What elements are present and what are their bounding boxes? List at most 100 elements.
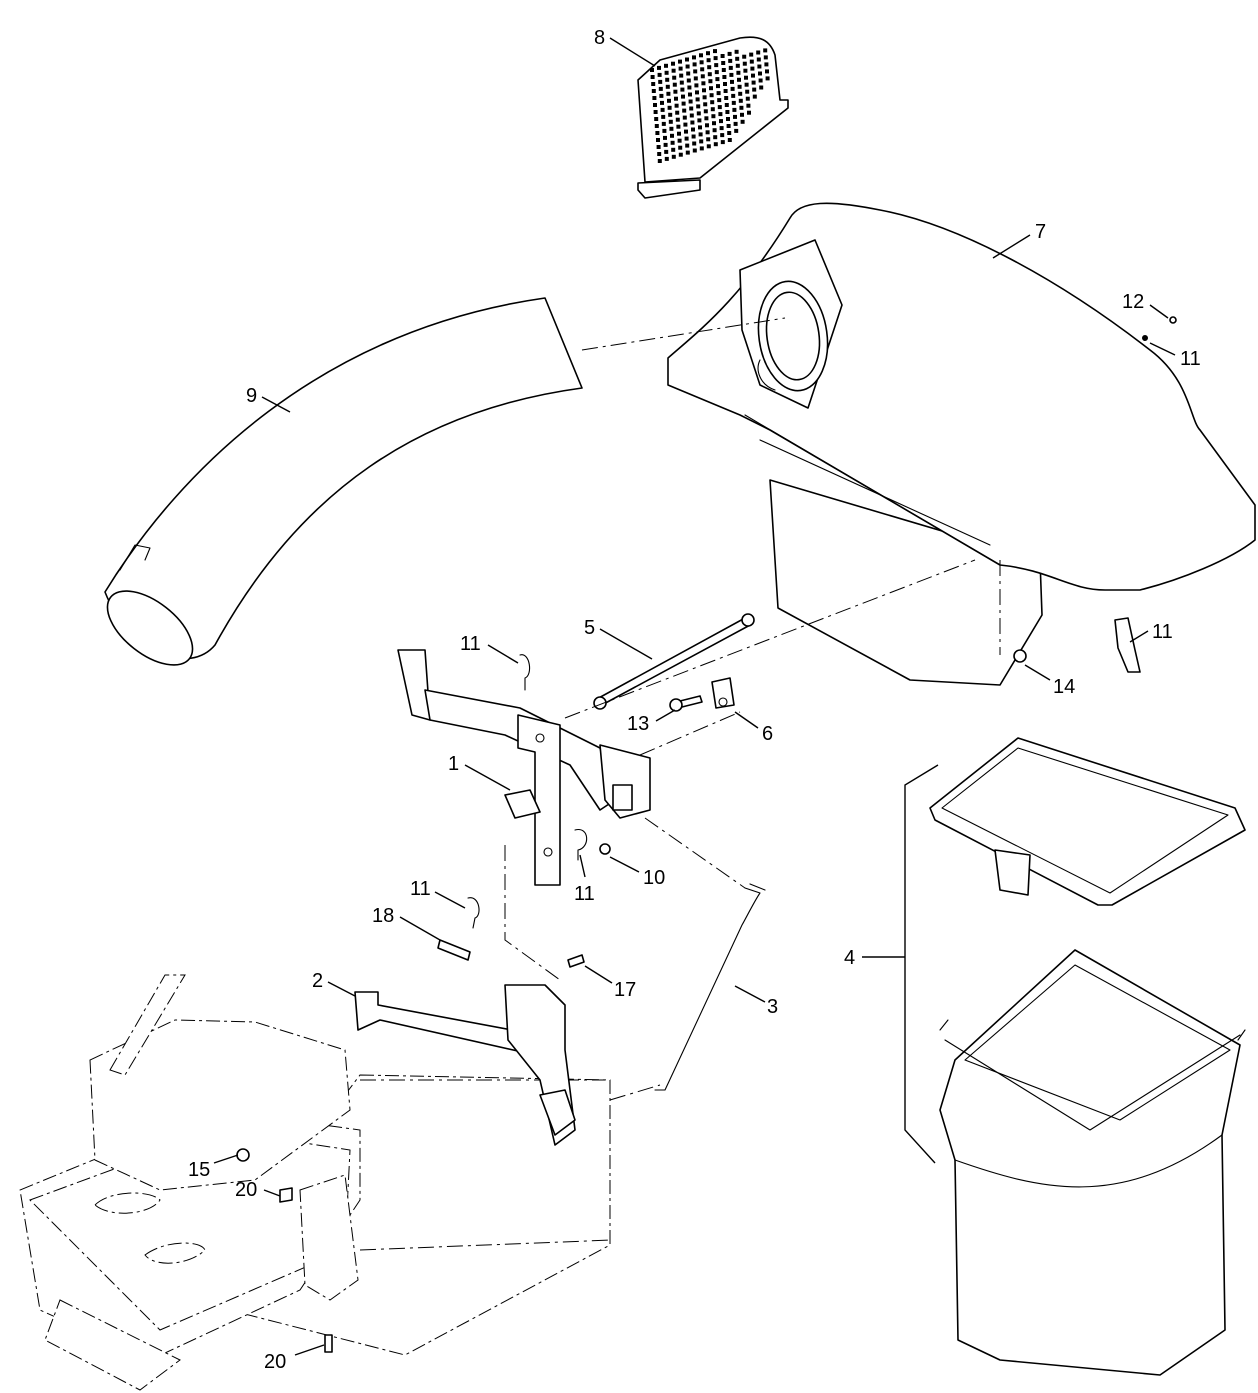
mesh-hole bbox=[733, 114, 737, 119]
mesh-hole bbox=[689, 106, 694, 111]
mesh-hole bbox=[716, 91, 721, 96]
mower-frame-phantom bbox=[19, 974, 661, 1391]
mesh-hole bbox=[702, 88, 706, 93]
mesh-hole bbox=[704, 116, 709, 121]
mesh-hole bbox=[682, 115, 687, 120]
mesh-hole bbox=[720, 133, 725, 138]
mesh-hole bbox=[736, 70, 741, 75]
mesh-hole bbox=[653, 103, 657, 107]
mesh-hole bbox=[684, 129, 688, 134]
mesh-hole bbox=[747, 110, 751, 115]
mesh-hole bbox=[731, 100, 736, 105]
mesh-hole bbox=[699, 53, 703, 58]
mesh-hole bbox=[650, 75, 655, 79]
mesh-hole bbox=[728, 58, 733, 63]
mesh-hole bbox=[692, 141, 697, 146]
callout-15: 13 bbox=[627, 713, 649, 735]
mesh-hole bbox=[684, 136, 689, 141]
mesh-hole bbox=[671, 61, 675, 66]
mesh-hole bbox=[665, 77, 670, 82]
mesh-hole bbox=[695, 90, 699, 95]
mesh-hole bbox=[744, 82, 749, 87]
mesh-hole bbox=[758, 78, 763, 83]
callout-9: 9 bbox=[246, 385, 257, 407]
mesh-hole bbox=[678, 66, 683, 71]
mesh-hole bbox=[738, 98, 743, 103]
mesh-hole bbox=[730, 86, 735, 91]
mesh-hole bbox=[735, 56, 740, 61]
callout-13: 11 bbox=[1180, 348, 1201, 370]
mesh-hole bbox=[724, 96, 729, 100]
callout-2: 2 bbox=[312, 970, 323, 992]
hairpin-11a bbox=[519, 654, 531, 691]
mesh-hole bbox=[693, 76, 698, 81]
mesh-hole bbox=[677, 138, 682, 143]
mesh-hole bbox=[749, 52, 754, 57]
mesh-hole bbox=[734, 49, 739, 54]
mesh-hole bbox=[713, 135, 718, 140]
mesh-hole bbox=[707, 65, 712, 70]
mesh-hole bbox=[683, 122, 688, 127]
mesh-hole bbox=[678, 152, 683, 157]
mesh-hole bbox=[758, 71, 762, 76]
callout-11-top: 11 bbox=[460, 633, 481, 655]
callout-14: 12 bbox=[1122, 291, 1144, 313]
mesh-hole bbox=[756, 57, 761, 62]
mesh-hole bbox=[734, 128, 739, 133]
mesh-hole bbox=[652, 96, 657, 100]
mesh-hole bbox=[696, 104, 701, 109]
mesh-hole bbox=[706, 137, 711, 142]
mesh-hole bbox=[675, 110, 680, 115]
mesh-hole bbox=[678, 145, 683, 150]
mesh-hole bbox=[699, 139, 704, 144]
mesh-hole bbox=[763, 55, 768, 60]
pin-18 bbox=[437, 939, 471, 961]
mesh-hole bbox=[701, 81, 706, 86]
mesh-hole bbox=[745, 96, 750, 101]
blower-hood bbox=[667, 202, 1256, 686]
mesh-hole bbox=[756, 50, 761, 55]
mesh-hole bbox=[765, 76, 770, 81]
callout-8: 8 bbox=[594, 27, 605, 49]
mesh-hole bbox=[710, 100, 715, 105]
mesh-hole bbox=[700, 74, 705, 79]
mesh-hole bbox=[700, 67, 705, 72]
mesh-hole bbox=[749, 59, 754, 64]
mesh-hole bbox=[765, 69, 769, 74]
washer-10 bbox=[599, 843, 611, 855]
mesh-hole bbox=[697, 118, 702, 123]
mesh-hole bbox=[717, 105, 722, 110]
mesh-hole bbox=[720, 140, 725, 145]
mesh-hole bbox=[690, 120, 695, 125]
mesh-hole bbox=[723, 82, 727, 86]
mesh-hole bbox=[727, 138, 732, 142]
mesh-hole bbox=[735, 63, 740, 68]
mesh-hole bbox=[671, 68, 676, 73]
mesh-hole bbox=[750, 66, 755, 71]
mesh-hole bbox=[728, 65, 733, 70]
mesh-hole bbox=[688, 92, 692, 97]
mesh-hole bbox=[719, 126, 724, 131]
mesh-hole bbox=[714, 63, 719, 68]
mesh-hole bbox=[688, 99, 693, 104]
mesh-hole bbox=[674, 103, 679, 108]
mesh-hole bbox=[727, 131, 732, 135]
mesh-hole bbox=[710, 107, 715, 112]
mesh-hole bbox=[712, 121, 716, 126]
mesh-hole bbox=[706, 58, 711, 63]
callout-20-top: 20 bbox=[235, 1179, 257, 1201]
mesh-hole bbox=[650, 68, 654, 72]
mesh-hole bbox=[705, 130, 710, 135]
mesh-hole bbox=[731, 93, 736, 98]
callout-12: 11 bbox=[1152, 621, 1173, 643]
mesh-hole bbox=[676, 124, 681, 129]
mesh-hole bbox=[740, 119, 745, 124]
mesh-hole bbox=[730, 79, 734, 84]
mesh-hole bbox=[672, 82, 677, 87]
mesh-hole bbox=[751, 80, 756, 85]
mesh-hole bbox=[752, 94, 757, 99]
mesh-hole bbox=[666, 91, 671, 96]
mesh-hole bbox=[719, 119, 723, 124]
mesh-hole bbox=[691, 127, 695, 132]
callout-11-mid: 11 bbox=[574, 883, 595, 905]
